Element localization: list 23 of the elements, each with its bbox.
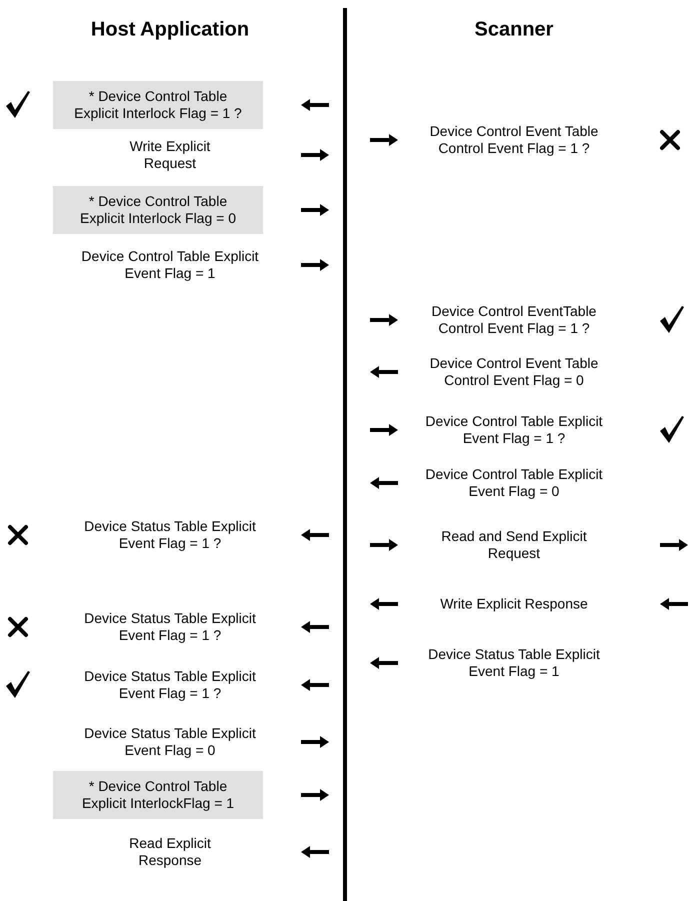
step-text: Device Status Table Explicit Event Flag = 1 ? (83, 518, 257, 552)
step-text: Device Control EventTable Control Event Flag = 1 ? (430, 303, 598, 337)
step-text: Device Status Table Explicit Event Flag = 1 (427, 646, 601, 680)
step-text: Device Control Event Table Control Event Flag = 0 (428, 355, 600, 389)
step-text: Read and Send Explicit Request (440, 528, 588, 562)
step-text: Write Explicit Response (439, 596, 589, 612)
step-text: Device Control Event Table Control Event Flag = 1 ? (428, 123, 600, 157)
step-text: Write Explicit Request (128, 138, 212, 172)
highlighted-step-box (53, 186, 263, 234)
highlighted-step-box (53, 81, 263, 129)
step-text: Device Status Table Explicit Event Flag = 1 ? (83, 668, 257, 702)
step-text: * Device Control Table Explicit Interlock Flag = 0 (78, 193, 237, 227)
step-text: Device Control Table Explicit Event Flag = 1 (80, 248, 260, 282)
step-text: Device Status Table Explicit Event Flag = 1 ? (83, 610, 257, 644)
step-text: * Device Control Table Explicit InterlockFlag = 1 (80, 778, 236, 812)
column-heading: Host Application (90, 22, 250, 38)
step-text: Read Explicit Response (128, 835, 212, 869)
step-text: Device Status Table Explicit Event Flag = 0 (83, 725, 257, 759)
step-text: Device Control Table Explicit Event Flag = 0 (424, 466, 604, 500)
column-heading: Scanner (474, 22, 554, 38)
step-text: * Device Control Table Explicit Interlock Flag = 1 ? (73, 88, 243, 122)
highlighted-step-box (53, 771, 263, 819)
step-text: Device Control Table Explicit Event Flag = 1 ? (424, 413, 604, 447)
